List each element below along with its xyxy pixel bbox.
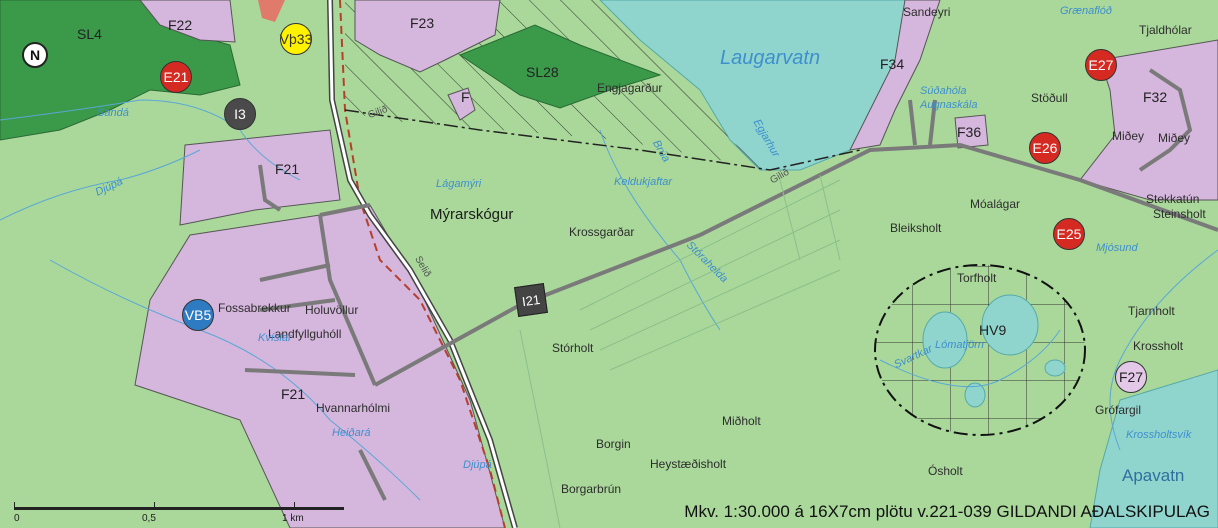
scale-tick-label: 0,5	[142, 513, 156, 524]
zone-badge[interactable]: E25	[1053, 218, 1085, 250]
zone-badge[interactable]: I3	[224, 98, 256, 130]
map-caption: Mkv. 1:30.000 á 16X7cm plötu v.221-039 G…	[684, 502, 1210, 521]
place-label: Krossgarðar	[569, 225, 635, 239]
water-label: Lómatjörn	[935, 339, 984, 351]
zone-label: SL28	[526, 64, 559, 80]
water-label: Lágamýri	[436, 178, 482, 190]
place-label: Heystæðisholt	[650, 457, 727, 471]
water-label: Mjósund	[1096, 242, 1138, 254]
place-label: Torfholt	[957, 271, 997, 285]
zone-badge[interactable]: Vþ33	[280, 23, 312, 55]
place-label: Tjarnholt	[1128, 304, 1175, 318]
zone-label: F36	[957, 124, 982, 140]
zone-badge[interactable]: I21	[514, 283, 548, 317]
water-label: Sandá	[97, 107, 129, 119]
boundary-line	[339, 0, 506, 528]
zone-f23	[354, 0, 501, 73]
place-label: Miðey	[1158, 131, 1191, 145]
zone-label: F21	[275, 161, 300, 177]
scale-tick-label: 1 km	[282, 513, 304, 524]
zone-label: F23	[410, 15, 435, 31]
zone-badge[interactable]: F27	[1115, 361, 1147, 393]
place-label: Tjaldhólar	[1139, 23, 1192, 37]
water-label: Heiðará	[332, 427, 371, 439]
place-label: Hvannarhólmi	[316, 401, 391, 415]
north-arrow-icon: N	[22, 42, 48, 68]
zone-label: F32	[1143, 89, 1168, 105]
lake-label: Laugarvatn	[720, 47, 821, 69]
zone-badge[interactable]: E26	[1029, 132, 1061, 164]
water-label: Kvíslar	[258, 332, 292, 344]
zone-label: F22	[168, 17, 193, 33]
place-label: Holuvöllur	[305, 303, 359, 317]
scale-bar: 0 0,5 1 km	[14, 502, 344, 524]
place-label: Fossabrekkur	[218, 301, 291, 315]
zone-label: F	[461, 89, 470, 105]
zone-f21-lower	[134, 204, 506, 528]
water-label: Djúpá	[463, 459, 492, 471]
lake-apavatn	[1089, 369, 1218, 528]
place-label: Landfyllguhóll	[268, 327, 342, 341]
place-label: Stöðull	[1031, 91, 1068, 105]
place-label: Borgin	[596, 437, 631, 451]
place-label: Sandeyri	[903, 5, 951, 19]
zone-sl28	[458, 24, 662, 109]
place-label: Stórholt	[552, 341, 594, 355]
zone-badge[interactable]: E27	[1085, 49, 1117, 81]
zone-label: SL4	[77, 26, 102, 42]
place-label: Borgarbrún	[561, 482, 622, 496]
water-label: Súðahóla	[920, 85, 967, 97]
streams	[0, 99, 1218, 501]
place-label: Mýrarskógur	[430, 206, 514, 223]
zone-f32	[1079, 39, 1218, 201]
lake-label: Apavatn	[1122, 466, 1185, 485]
place-label: Bleiksholt	[890, 221, 942, 235]
water-label: Keldukjaftar	[614, 176, 673, 188]
place-label: Ósholt	[928, 464, 963, 478]
place-label: Engjagarður	[597, 81, 663, 95]
place-label: Miðholt	[722, 414, 761, 428]
place-label: Stekkatún	[1146, 192, 1200, 206]
water-label: Krossholtsvík	[1126, 429, 1192, 441]
zone-label: F21	[281, 386, 306, 402]
water-label: Grænaflóð	[1060, 5, 1112, 17]
zone-badge[interactable]: E21	[160, 61, 192, 93]
zone-label: F34	[880, 56, 905, 72]
zone-f34	[849, 0, 941, 151]
place-label: Krossholt	[1133, 339, 1184, 353]
zone-badge[interactable]: VB5	[182, 299, 214, 331]
place-label: Móalágar	[970, 197, 1021, 211]
place-label: Miðey	[1112, 129, 1145, 143]
place-label: Steinsholt	[1153, 207, 1206, 221]
scale-tick-label: 0	[14, 513, 20, 524]
zone-f22	[139, 0, 236, 43]
water-label: Augnaskála	[920, 99, 978, 111]
place-label: Grófargil	[1095, 403, 1142, 417]
zone-label: HV9	[979, 322, 1007, 338]
